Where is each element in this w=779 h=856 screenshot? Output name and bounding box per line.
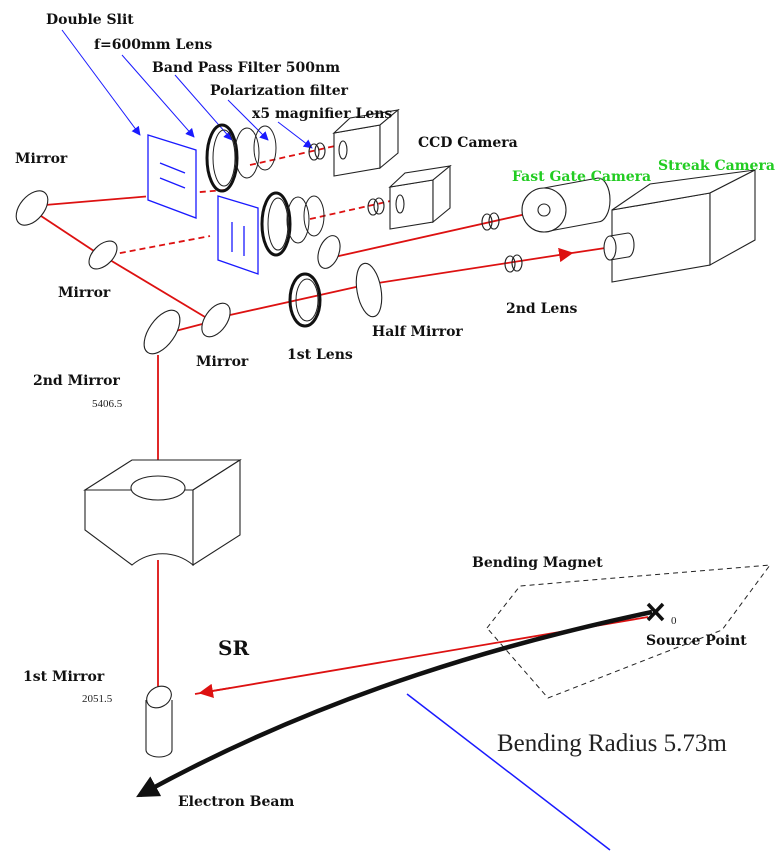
mirror-lower (196, 298, 236, 342)
second-mirror (137, 304, 187, 360)
double-slit-lower (218, 196, 258, 274)
first-mirror (143, 682, 176, 757)
label-fast-gate-camera: Fast Gate Camera (512, 169, 651, 185)
half-mirror-small (314, 233, 344, 272)
bending-magnet (487, 565, 770, 698)
electron-beam (140, 612, 652, 795)
streak-camera (604, 170, 755, 282)
mirror-top (10, 185, 54, 231)
label-second-lens: 2nd Lens (506, 301, 578, 317)
ccd-camera-lower (390, 166, 450, 229)
label-bending-radius: Bending Radius 5.73m (497, 730, 727, 757)
label-polarization: Polarization filter (210, 83, 349, 99)
pointer-magnifier (278, 122, 312, 148)
label-streak-camera: Streak Camera (658, 158, 775, 174)
fast-gate-camera (522, 178, 610, 232)
label-electron-beam: Electron Beam (178, 794, 294, 810)
label-second-mirror-pos: 5406.5 (92, 398, 123, 410)
lens-stack-upper (207, 125, 276, 191)
label-mirror-mid: Mirror (58, 285, 111, 301)
label-mirror-low: Mirror (196, 354, 249, 370)
label-band-pass: Band Pass Filter 500nm (152, 60, 340, 76)
magnifier-lens-lower (368, 198, 384, 215)
label-second-mirror: 2nd Mirror (33, 373, 120, 389)
shielding-block (85, 460, 240, 565)
label-first-lens: 1st Lens (287, 347, 353, 363)
label-source-point: Source Point (646, 633, 747, 649)
label-magnifier: x5 magnifier Lens (252, 106, 392, 122)
mirror-middle (84, 236, 122, 274)
label-bending-magnet: Bending Magnet (472, 555, 603, 571)
bending-radius-line (407, 694, 610, 850)
double-slit-upper (148, 135, 196, 218)
label-lens-600: f=600mm Lens (94, 37, 212, 53)
label-first-mirror: 1st Mirror (23, 669, 105, 685)
label-mirror-top: Mirror (15, 151, 68, 167)
label-source-zero: 0 (671, 615, 677, 627)
label-sr: SR (218, 636, 249, 660)
half-mirror (352, 261, 385, 318)
label-double-slit: Double Slit (46, 12, 134, 28)
label-first-mirror-pos: 2051.5 (82, 693, 113, 705)
label-ccd-camera: CCD Camera (418, 135, 518, 151)
lens-stack-lower (262, 193, 324, 255)
label-half-mirror: Half Mirror (372, 324, 463, 340)
